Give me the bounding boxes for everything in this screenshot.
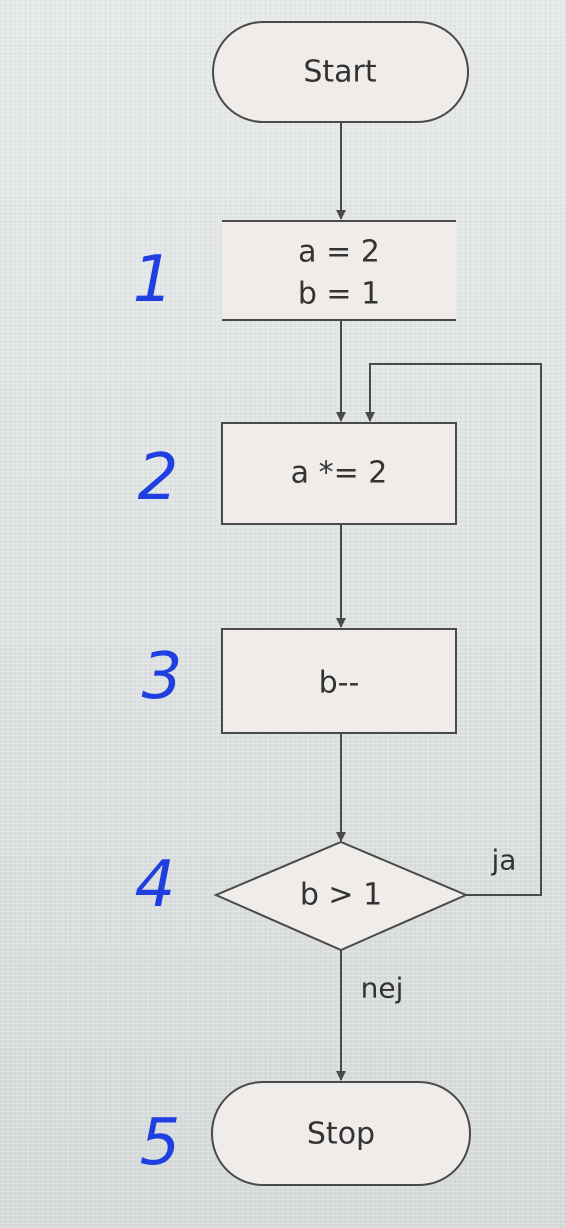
init-block — [222, 221, 456, 320]
edge-label-no: nej — [361, 972, 404, 1005]
step-number-1: 1 — [133, 243, 174, 317]
stop-terminator — [211, 1081, 471, 1186]
stop-label: Stop — [307, 1117, 375, 1152]
multiply-process — [221, 422, 457, 525]
step-number-2: 2 — [138, 441, 179, 515]
edge-decision-loop-back — [365, 363, 542, 896]
decision-diamond — [213, 840, 469, 952]
step-number-4: 4 — [135, 848, 176, 922]
step-number-3: 3 — [142, 640, 183, 714]
start-label: Start — [303, 55, 377, 90]
decrement-process — [221, 628, 457, 734]
multiply-label: a *= 2 — [291, 456, 388, 491]
decision-label: b > 1 — [300, 878, 382, 913]
init-line-a: a = 2 — [298, 235, 380, 270]
decrement-label: b-- — [319, 666, 360, 701]
start-terminator — [212, 21, 469, 123]
step-number-5: 5 — [140, 1106, 181, 1180]
init-line-b: b = 1 — [298, 277, 380, 312]
edge-label-yes: ja — [491, 844, 517, 877]
